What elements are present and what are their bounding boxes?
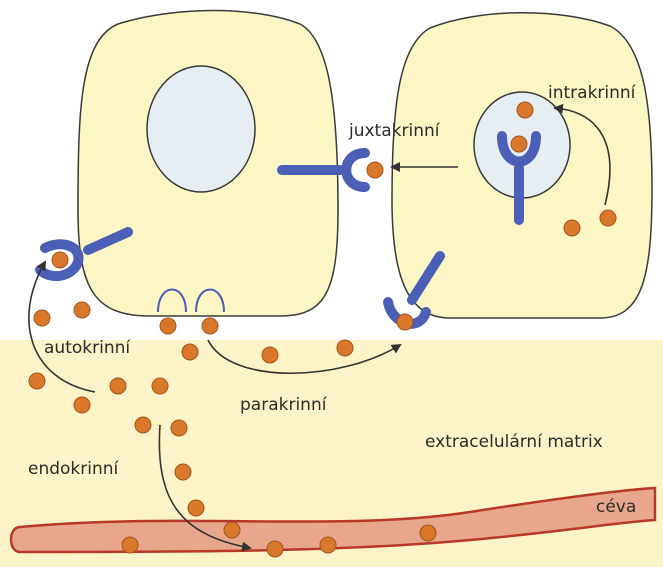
left-cell-nucleus bbox=[147, 66, 255, 192]
label-vessel: céva bbox=[596, 497, 636, 517]
ligand-molecule bbox=[202, 318, 218, 334]
ligand-molecule bbox=[262, 347, 278, 363]
label-autokrinni: autokrinní bbox=[44, 338, 131, 358]
ligand-molecule bbox=[122, 537, 138, 553]
label-juxtakrinni: juxtakrinní bbox=[348, 121, 441, 141]
label-extracellular-matrix: extracelulární matrix bbox=[425, 432, 603, 452]
ligand-molecule bbox=[175, 464, 191, 480]
ligand-molecule bbox=[160, 318, 176, 334]
ligand-molecule bbox=[182, 344, 198, 360]
ligand-molecule bbox=[224, 522, 240, 538]
ligand-molecule bbox=[171, 420, 187, 436]
ligand-molecule bbox=[110, 378, 126, 394]
ligand-molecule bbox=[135, 417, 151, 433]
ligand-molecule bbox=[420, 525, 436, 541]
ligand-molecule bbox=[397, 314, 413, 330]
ligand-molecule bbox=[511, 136, 527, 152]
ligand-molecule bbox=[74, 397, 90, 413]
ligand-molecule bbox=[29, 373, 45, 389]
ligand-molecule bbox=[188, 500, 204, 516]
ligand-molecule bbox=[52, 252, 68, 268]
ligand-molecule bbox=[367, 162, 383, 178]
ligand-molecule bbox=[267, 541, 283, 557]
ligand-molecule bbox=[600, 210, 616, 226]
label-intrakrinni: intrakrinní bbox=[548, 83, 637, 103]
ligand-molecule bbox=[34, 310, 50, 326]
ligand-molecule bbox=[564, 220, 580, 236]
label-parakrinni: parakrinní bbox=[240, 395, 328, 415]
ligand-molecule bbox=[320, 537, 336, 553]
ligand-molecule bbox=[152, 378, 168, 394]
ligand-molecule bbox=[337, 340, 353, 356]
ligand-molecule bbox=[517, 102, 533, 118]
label-endokrinni: endokrinní bbox=[28, 459, 120, 479]
ligand-molecule bbox=[74, 302, 90, 318]
